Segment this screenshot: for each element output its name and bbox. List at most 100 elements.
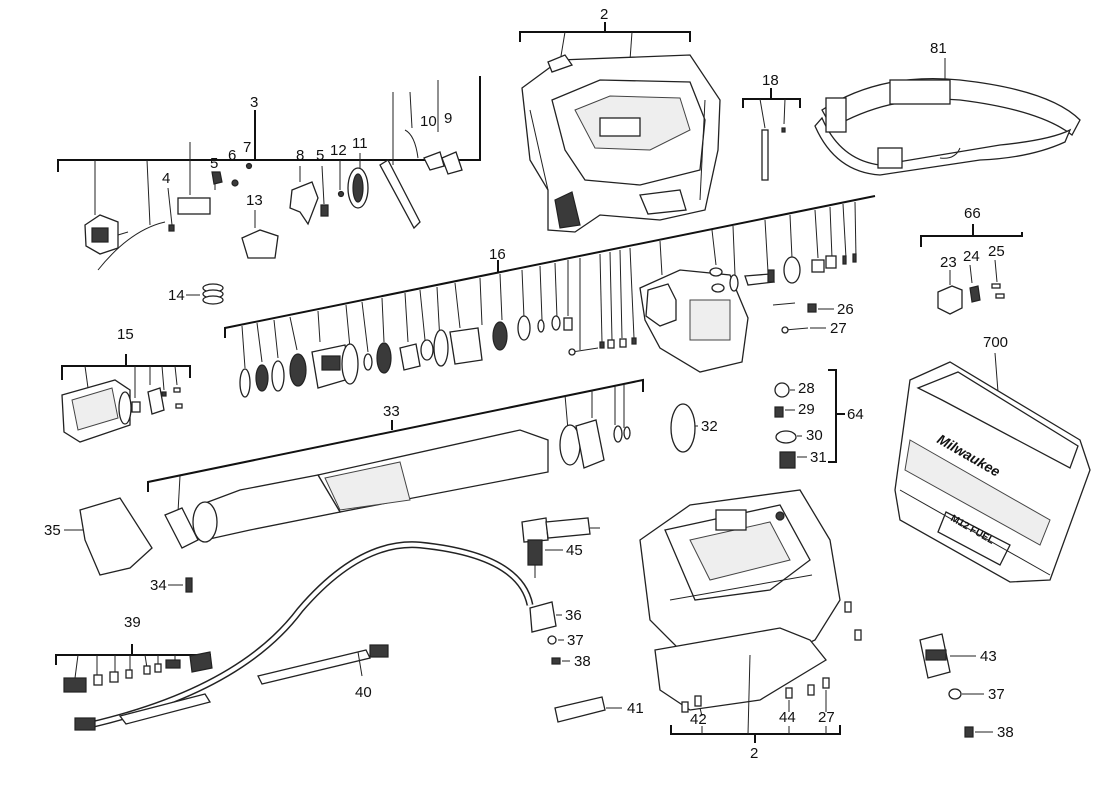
part-27-screw-a xyxy=(844,601,852,613)
label-37b: 37 xyxy=(988,686,1005,703)
label-12: 12 xyxy=(330,142,347,159)
label-32: 32 xyxy=(701,418,718,435)
part-35-clip xyxy=(79,497,153,576)
label-16: 16 xyxy=(489,246,506,263)
part-45-elbow xyxy=(521,517,549,543)
piston-parts xyxy=(744,253,857,286)
part-31-plug xyxy=(779,451,796,469)
part-37b-washer xyxy=(948,688,962,700)
part-33-tube xyxy=(192,429,549,543)
part-24-clip xyxy=(969,285,981,303)
part-33-plunger xyxy=(164,507,199,549)
switch-wire xyxy=(97,221,166,271)
part-25-screw-a xyxy=(991,283,1001,289)
nozzle-group: 39 xyxy=(55,614,213,693)
label-10: 10 xyxy=(420,113,437,130)
part-39-coupler xyxy=(63,677,87,693)
part-64-group: 64 28 29 30 31 xyxy=(774,369,864,469)
part-27-screw xyxy=(784,327,809,331)
part-44-screw-a xyxy=(807,684,815,696)
part-38b-screw xyxy=(964,726,974,738)
part-8-trigger xyxy=(289,181,319,226)
label-25: 25 xyxy=(988,243,1005,260)
switch-assembly-group: 3 4 5 6 7 8 5 12 xyxy=(57,76,481,271)
coupler-group: 36 37 38 xyxy=(529,601,591,670)
part-7-ball xyxy=(245,162,253,170)
part-42-screw-a xyxy=(694,695,702,707)
label-23: 23 xyxy=(940,254,957,271)
label-31: 31 xyxy=(810,449,827,466)
label-43: 43 xyxy=(980,648,997,665)
label-7: 7 xyxy=(243,139,251,156)
part-32-gasket xyxy=(670,403,696,453)
part-27-screw-b xyxy=(854,629,862,641)
label-29: 29 xyxy=(798,401,815,418)
part-23-block xyxy=(937,285,963,315)
part-700-case xyxy=(894,361,1091,583)
label-44: 44 xyxy=(779,709,796,726)
part-41-group: 41 xyxy=(554,696,644,723)
part-15-screw-b xyxy=(173,387,181,393)
part-15-pinion xyxy=(131,401,141,413)
part-26 xyxy=(807,303,817,313)
label-34: 34 xyxy=(150,577,167,594)
part-15-screw-c xyxy=(175,403,183,409)
part-18-group: 18 xyxy=(742,72,801,181)
part-5-actuator xyxy=(177,197,211,215)
label-37a: 37 xyxy=(567,632,584,649)
part-40-hose xyxy=(89,541,534,729)
part-28-ball xyxy=(774,382,790,398)
label-42: 42 xyxy=(690,711,707,728)
gearbox-assembly-group: 16 xyxy=(224,195,876,398)
bottom-housing-group: 42 44 27 2 xyxy=(639,489,862,762)
label-2-bottom: 2 xyxy=(750,745,758,762)
grease-tube-group: 33 xyxy=(147,378,644,549)
part-11-gear xyxy=(347,167,369,209)
pump-body xyxy=(639,267,749,373)
label-24: 24 xyxy=(963,248,980,265)
part-15-motor xyxy=(61,379,132,443)
label-39: 39 xyxy=(124,614,141,631)
part-30-oring xyxy=(775,430,797,444)
label-8: 8 xyxy=(296,147,304,164)
label-27a: 27 xyxy=(830,320,847,337)
part-32-group: 32 xyxy=(670,403,718,453)
part-41-label xyxy=(554,696,606,723)
part-lever-bar xyxy=(379,159,421,230)
label-14: 14 xyxy=(168,287,185,304)
part-66-group: 66 23 24 25 xyxy=(920,205,1023,315)
label-18: 18 xyxy=(762,72,779,89)
switch-module xyxy=(84,214,129,255)
motor-assembly-group: 15 xyxy=(61,326,191,443)
part-81-strap xyxy=(814,77,1081,176)
label-11: 11 xyxy=(352,135,368,152)
part-6-pin xyxy=(231,179,239,187)
part-14-spring xyxy=(202,283,224,305)
top-housing-group: 2 xyxy=(519,6,721,233)
part-38-screw xyxy=(551,657,561,665)
part-15-screw-a xyxy=(161,391,167,397)
label-13: 13 xyxy=(246,192,263,209)
right-coupler-group: 43 37 38 xyxy=(919,633,1014,741)
label-64: 64 xyxy=(847,406,864,423)
label-40: 40 xyxy=(355,684,372,701)
label-66: 66 xyxy=(964,205,981,222)
shoulder-strap-group: 81 xyxy=(814,40,1081,176)
label-45: 45 xyxy=(566,542,583,559)
part-33-caps xyxy=(559,419,631,469)
label-5a: 5 xyxy=(210,155,218,172)
part-44-screw-b xyxy=(785,687,793,699)
label-36: 36 xyxy=(565,607,582,624)
part-18-ball xyxy=(781,127,786,133)
part-14-group: 14 xyxy=(168,283,224,305)
part-25-screw-b xyxy=(995,293,1005,299)
label-700: 700 xyxy=(983,334,1008,351)
label-27b: 27 xyxy=(818,709,835,726)
part-10 xyxy=(423,151,445,171)
part-5b-spring xyxy=(320,204,329,217)
label-26: 26 xyxy=(837,301,854,318)
part-27-screw-c xyxy=(822,677,830,689)
label-33: 33 xyxy=(383,403,400,420)
